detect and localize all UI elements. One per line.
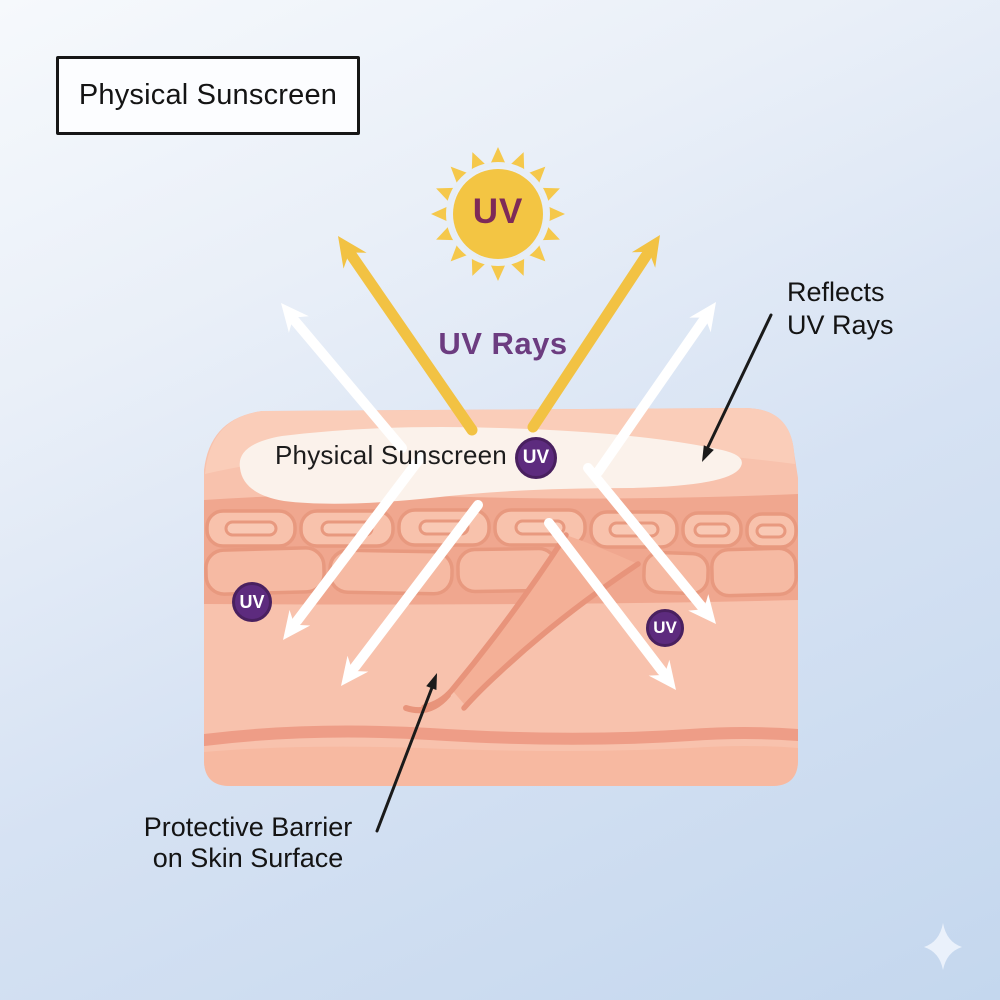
uv-badge-skin-right: UV (646, 609, 684, 647)
uv-badge-on-sunscreen: UV (515, 437, 557, 479)
barrier-line2: on Skin Surface (152, 843, 344, 873)
dermis-band (204, 725, 798, 746)
uv-rays-label: UV Rays (438, 326, 568, 361)
skin-cross-section (204, 407, 798, 786)
barrier-pointer-arrow (375, 673, 437, 833)
dermis-strip (204, 746, 798, 786)
scattered-uv-arrows (283, 452, 716, 690)
barrier-line1: Protective Barrier (143, 812, 353, 842)
reflects-pointer-arrow (702, 313, 773, 462)
reflected-uv-arrows-yellow (338, 235, 660, 436)
reflects-line1: Reflects (787, 277, 885, 307)
reflects-uv-rays-label: Reflects UV Rays (787, 276, 894, 342)
title-text: Physical Sunscreen (78, 79, 338, 111)
reflects-line2: UV Rays (787, 310, 894, 340)
sun-icon (431, 147, 565, 281)
sunscreen-layer-label: Physical Sunscreen (275, 440, 507, 470)
sparkle-icon (924, 923, 962, 970)
uv-badge-skin-left: UV (232, 582, 272, 622)
reflected-uv-arrows-white (281, 302, 716, 477)
title-box: Physical Sunscreen (56, 56, 360, 135)
sun-uv-label: UV (472, 192, 524, 231)
protective-barrier-label: Protective Barrier on Skin Surface (123, 812, 373, 874)
